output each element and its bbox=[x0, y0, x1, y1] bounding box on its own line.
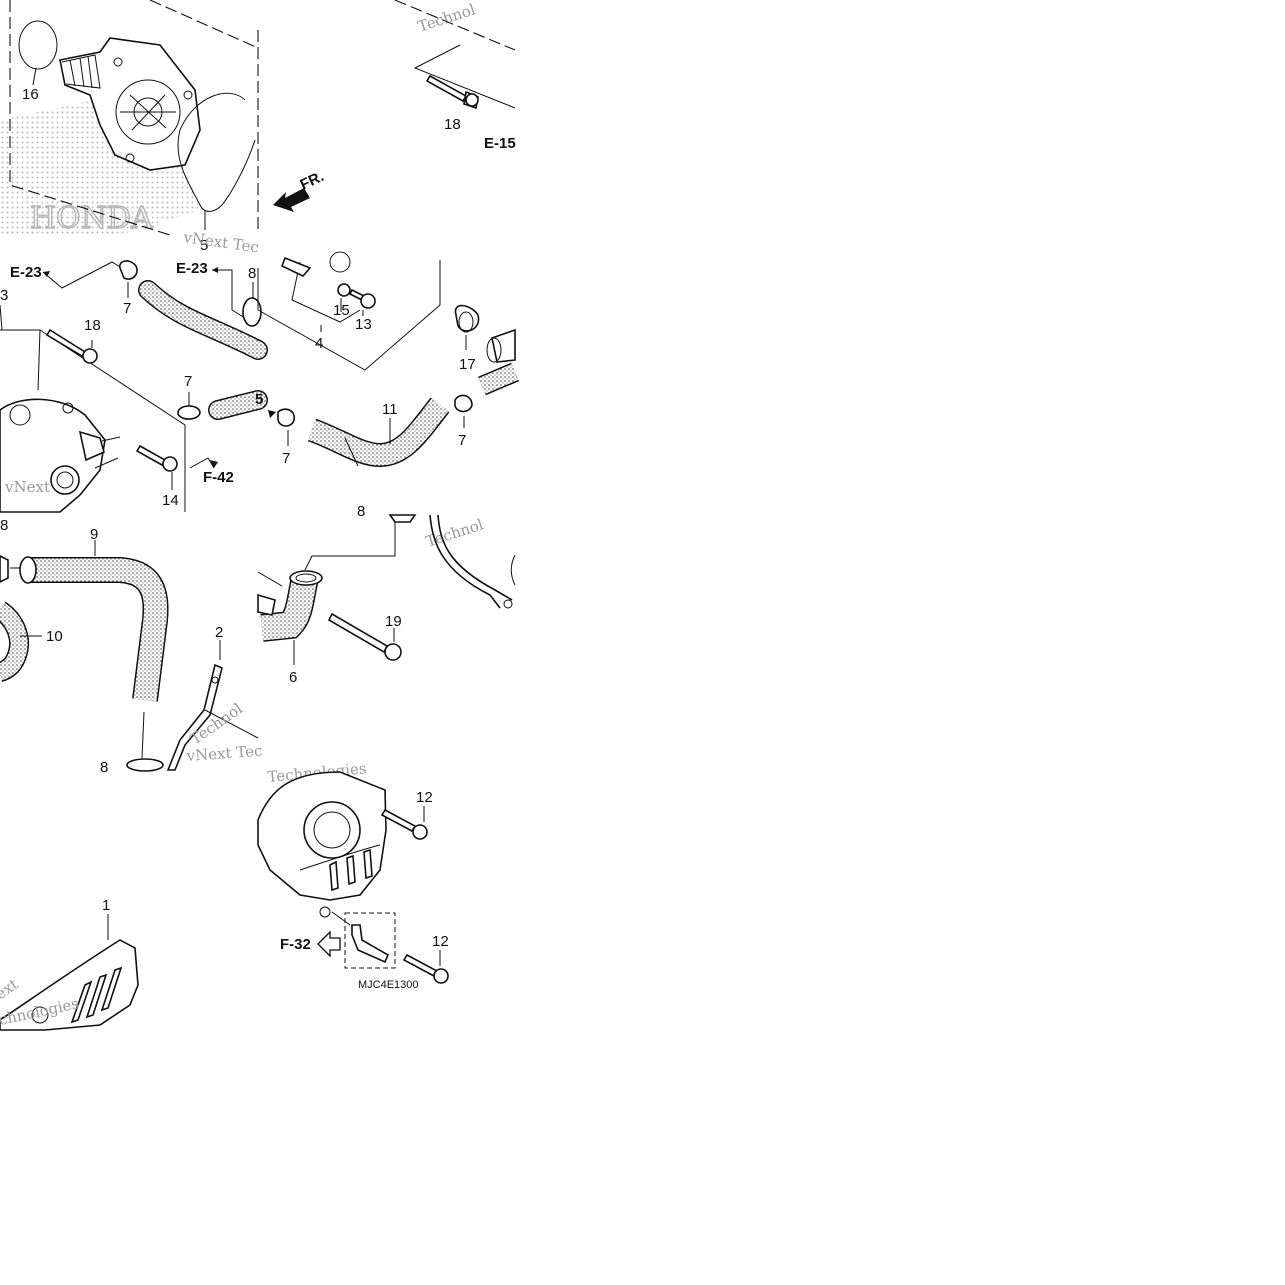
part-label-5b: 5 bbox=[255, 391, 263, 408]
fitting-right bbox=[491, 328, 516, 363]
part-label-7c: 7 bbox=[282, 450, 290, 467]
washer-15[interactable] bbox=[337, 283, 351, 297]
hose-clamp-7d[interactable] bbox=[454, 394, 473, 413]
part-label-18a: 18 bbox=[84, 317, 101, 334]
bolt-18-mid[interactable] bbox=[45, 328, 87, 358]
small-bracket[interactable] bbox=[351, 924, 390, 964]
watermark-ext: ext bbox=[0, 975, 21, 1003]
part-label-9: 9 bbox=[90, 526, 98, 543]
gasket-5[interactable] bbox=[177, 92, 256, 212]
seal-top-6 bbox=[388, 514, 417, 523]
ref-f32: F-32 bbox=[280, 936, 311, 953]
f32-arrow-icon bbox=[317, 930, 341, 958]
part-label-10: 10 bbox=[46, 628, 63, 645]
part-seal-top bbox=[280, 256, 312, 277]
watermark-vnext-1: vNext Tec bbox=[181, 228, 260, 257]
pump-dashed-box bbox=[9, 0, 259, 236]
bolt-12-lower[interactable] bbox=[402, 953, 439, 978]
part-label-17: 17 bbox=[459, 356, 476, 373]
watermark-vnext-3: vNext Tec bbox=[185, 742, 263, 765]
ref-e23b: E-23 bbox=[176, 260, 208, 277]
part-label-7d: 7 bbox=[458, 432, 466, 449]
bracket-2[interactable] bbox=[166, 663, 223, 771]
part-label-14: 14 bbox=[162, 492, 179, 509]
part-label-15: 15 bbox=[333, 302, 350, 319]
bracket-dashed-box bbox=[344, 912, 396, 969]
part-label-4: 4 bbox=[315, 335, 323, 352]
watermark-vnext-2: vNext bbox=[4, 478, 50, 496]
bolt-18-top[interactable] bbox=[425, 74, 468, 103]
pump-bolt-hole bbox=[113, 57, 123, 67]
panel-pipe-6: Technol 8 6 19 bbox=[257, 503, 516, 686]
ref-f42: F-42 bbox=[203, 469, 234, 486]
part-label-7b: 7 bbox=[184, 373, 192, 390]
ref-e15: E-15 bbox=[484, 135, 516, 152]
part-label-13: 13 bbox=[355, 316, 372, 333]
bolt-19[interactable] bbox=[327, 612, 389, 654]
part-label-12a: 12 bbox=[416, 789, 433, 806]
bolt-12-upper[interactable] bbox=[380, 808, 417, 833]
drawing-code: MJC4E1300 bbox=[358, 979, 419, 991]
pump-impeller bbox=[115, 79, 181, 145]
seal-17[interactable] bbox=[454, 304, 480, 332]
part-label-11: 11 bbox=[382, 401, 398, 418]
part-label-8a: 8 bbox=[248, 265, 256, 282]
pump-shaft bbox=[61, 54, 101, 89]
hose-clamp-8c[interactable] bbox=[126, 758, 164, 772]
hose-clamp-7a[interactable] bbox=[119, 260, 138, 280]
part-label-2: 2 bbox=[215, 624, 223, 641]
pipe-right bbox=[429, 514, 513, 609]
water-pump-body[interactable] bbox=[59, 37, 201, 171]
fr-arrow-icon bbox=[273, 188, 310, 212]
part-label-19: 19 bbox=[385, 613, 402, 630]
o-ring-16[interactable] bbox=[18, 20, 58, 70]
part-label-5a: 5 bbox=[200, 237, 208, 254]
direction-fr: FR. bbox=[298, 168, 327, 194]
part-label-18b: 18 bbox=[444, 116, 461, 133]
hose-clamp-7c[interactable] bbox=[277, 408, 295, 427]
part-label-1: 1 bbox=[102, 897, 110, 914]
panel-hoses-9-10: 8 9 10 2 vNext Tec 8 bbox=[0, 517, 263, 776]
part-label-8d: 8 bbox=[357, 503, 365, 520]
honda-brand-watermark: HONDA bbox=[30, 201, 153, 236]
bolt-14[interactable] bbox=[135, 444, 167, 467]
part-label-12b: 12 bbox=[432, 933, 449, 950]
panel-thermostat-housing: E-23 7 E-23 8 3 18 7 5 bbox=[0, 260, 268, 513]
panel-bolt-18-top: Technol 18 E-15 bbox=[394, 0, 516, 152]
part-label-8b: 8 bbox=[0, 517, 8, 534]
panel-water-pump: HONDA 16 5 vNext Tec FR. bbox=[0, 0, 327, 257]
part-label-7a: 7 bbox=[123, 300, 131, 317]
hose-clamp-7b[interactable] bbox=[177, 405, 201, 420]
panel-hose-11: 15 13 4 17 11 7 7 bbox=[257, 251, 519, 468]
part-label-8c: 8 bbox=[100, 759, 108, 776]
part-label-3: 3 bbox=[0, 287, 8, 304]
ref-e23a: E-23 bbox=[10, 264, 42, 281]
part-label-16: 16 bbox=[22, 86, 39, 103]
part-label-6: 6 bbox=[289, 669, 297, 686]
